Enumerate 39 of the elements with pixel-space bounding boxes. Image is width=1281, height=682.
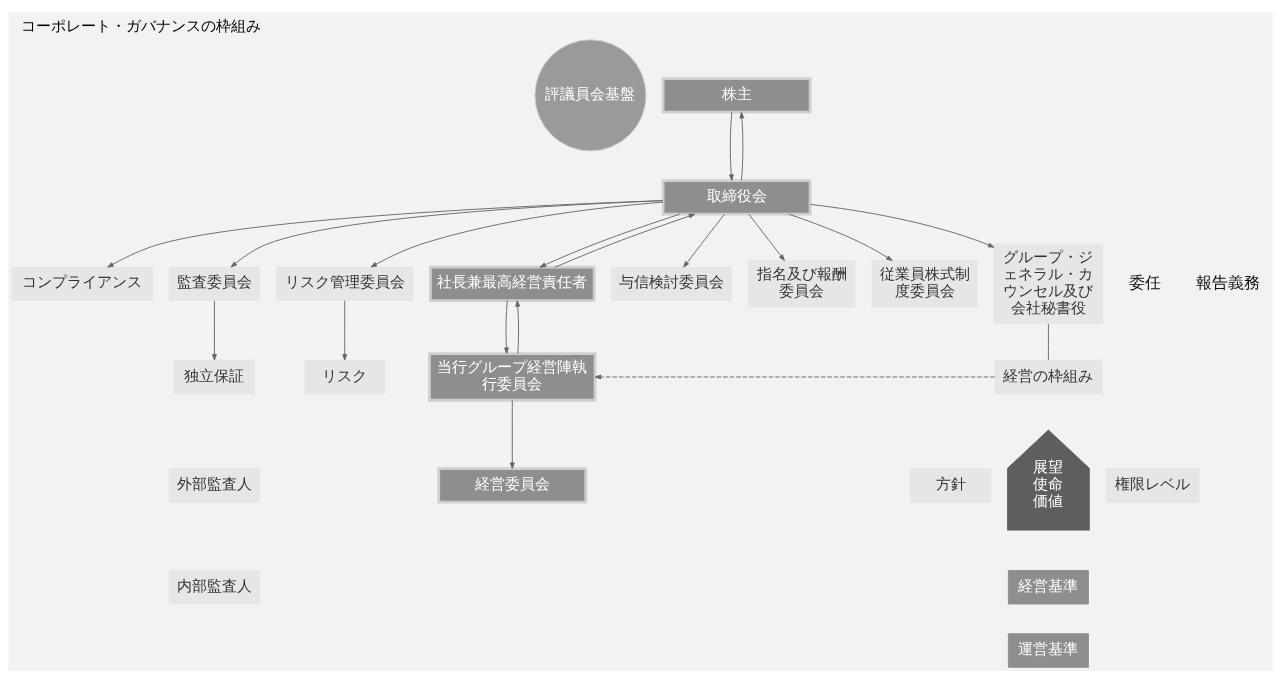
node-circle: 評議員会基盤 (534, 38, 647, 151)
arrow (509, 399, 515, 469)
node-box: 独立保証 (173, 359, 255, 394)
node-box: 与信検討委員会 (610, 266, 732, 301)
node-box: 従業員株式制度委員会 (871, 259, 978, 308)
label: 委任 (1129, 272, 1162, 292)
arrow (728, 111, 734, 181)
node-box: 経営委員会 (437, 466, 588, 504)
arrow (212, 299, 217, 361)
arrow (594, 374, 996, 379)
arrow (809, 203, 995, 248)
node-box: 運営基準 (1007, 632, 1089, 668)
arrow (504, 299, 509, 354)
arrow (230, 199, 664, 267)
node-box: リスク管理委員会 (275, 266, 414, 301)
node-box: 株主 (661, 76, 812, 113)
arrow (370, 201, 664, 267)
diagram-title: コーポレート・ガバナンスの枠組み (20, 16, 261, 35)
connector (1047, 323, 1049, 360)
node-box: 取締役会 (661, 178, 812, 215)
node-box: 社長兼最高経営責任者 (429, 265, 596, 302)
arrow (515, 299, 521, 354)
node-box: 監査委員会 (168, 266, 261, 301)
arrow (788, 213, 893, 261)
arrow (748, 213, 785, 261)
node-box: 指名及び報酬委員会 (748, 259, 856, 308)
arrow (683, 213, 725, 268)
arrow (539, 213, 681, 268)
node-box: 当行グループ経営陣執行委員会 (428, 351, 597, 402)
node-box: グループ・ジェネラル・カウンセル及び会社秘書役 (993, 242, 1104, 324)
arrow (554, 213, 696, 268)
node-box: 経営基準 (1007, 569, 1089, 604)
arrow (107, 199, 664, 268)
arrow (342, 299, 348, 361)
arrow (739, 111, 745, 181)
node-box: リスク (304, 359, 386, 394)
label: 報告義務 (1196, 272, 1261, 292)
node-box: コンプライアンス (11, 266, 153, 301)
node-box: 経営の枠組み (994, 359, 1103, 394)
